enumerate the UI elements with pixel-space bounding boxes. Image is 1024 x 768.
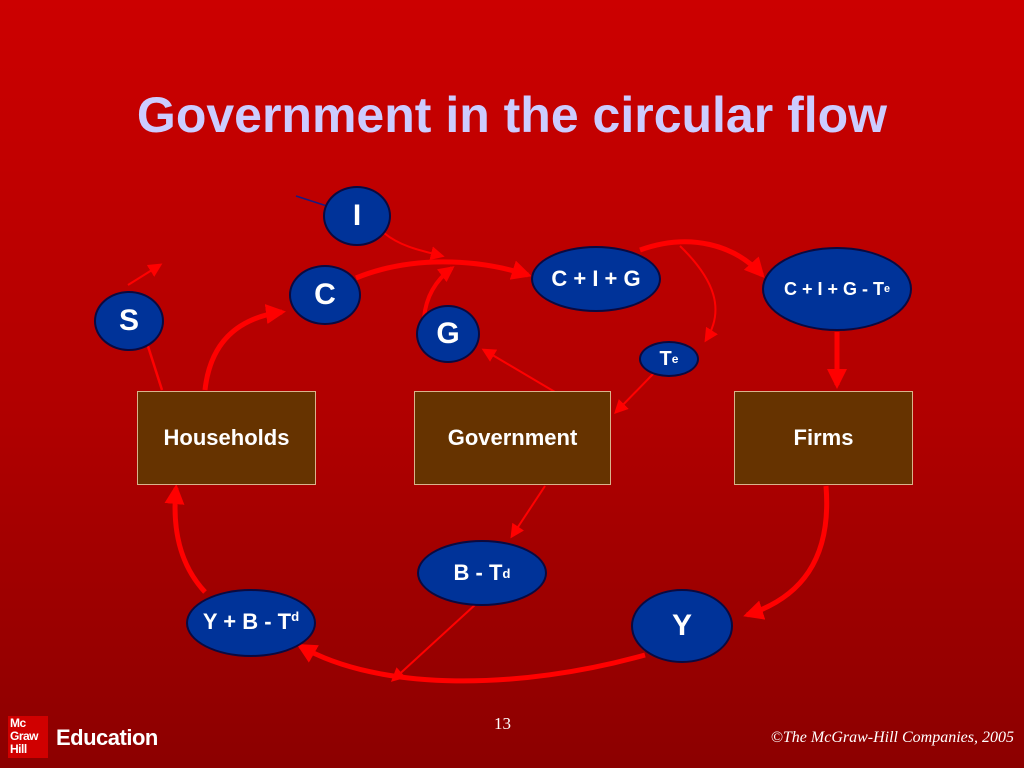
education-wordmark: Education [56,725,158,750]
arrow-government-transfers [510,485,546,539]
box-government-label: Government [447,425,578,450]
arrow-investment-total [383,232,445,261]
arrow-indirect-tax-government [614,371,656,415]
arrow-government-govt-spending [481,348,556,393]
node-govt-spending: G [416,305,480,363]
node-savings-label: S [118,304,139,337]
copyright-notice: ©The McGraw-Hill Companies, 2005 [770,729,1014,746]
node-investment-label: I [352,199,362,232]
node-net-spending-subscript: e [884,283,891,295]
box-government: Government [414,391,611,485]
node-indirect-tax-subscript: e [671,352,679,366]
node-net-spending-label: C + I + G - T [783,278,884,299]
arrow-total-net [639,239,765,278]
box-firms-label: Firms [793,425,854,450]
arrow-consumption-total [355,259,532,281]
box-households: Households [137,391,316,485]
box-firms: Firms [734,391,913,485]
node-indirect-tax-label: T [659,347,672,370]
node-govt-spending-label: G [436,317,460,350]
node-disposable-income-subscript: d [291,609,300,624]
arrow-firms-income [743,485,830,620]
logo-line-3: Hill [10,742,27,756]
node-disposable-income-label: Y + B - T [202,609,292,634]
node-consumption-label: C [314,278,336,311]
arrow-savings-out [127,263,163,286]
node-transfers-label: B - T [453,560,503,585]
arrow-transfers-flow [390,603,477,682]
logo-line-1: Mc [10,716,26,730]
node-income: Y [631,589,733,663]
arrow-income-disposable [296,643,646,684]
node-investment: I [323,186,391,246]
page-number: 13 [494,714,511,733]
arrow-total-indirect-tax [679,245,718,343]
node-transfers-subscript: d [502,565,511,581]
node-total-spending: C + I + G [531,246,661,312]
node-income-label: Y [671,609,692,642]
mcgraw-hill-logo: Mc Graw Hill [8,716,48,758]
logo-line-2: Graw [10,729,39,743]
arrow-households-consumption [202,304,286,391]
arrow-households-savings [144,339,164,391]
box-households-label: Households [163,425,290,450]
node-consumption: C [289,265,361,325]
node-total-spending-label: C + I + G [551,266,641,291]
arrow-disposable-households [164,484,207,594]
node-savings: S [94,291,164,351]
slide-title: Government in the circular flow [136,87,888,143]
